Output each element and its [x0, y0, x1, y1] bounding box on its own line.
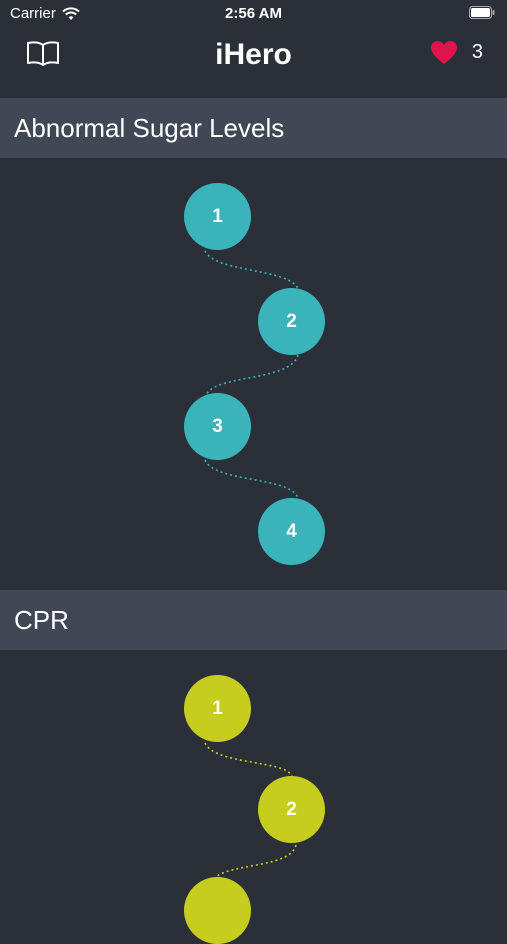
hearts-count: 3	[471, 41, 483, 63]
level-node[interactable]: 4	[258, 498, 325, 565]
section-header-sugar: Abnormal Sugar Levels	[0, 98, 507, 158]
level-node[interactable]: 2	[258, 288, 325, 355]
path-connectors	[204, 742, 297, 883]
wifi-icon	[62, 6, 80, 20]
level-node[interactable]: 2	[258, 776, 325, 843]
section-title: CPR	[14, 605, 69, 635]
level-node[interactable]: 3	[184, 393, 251, 460]
level-node[interactable]	[184, 877, 251, 944]
heart-icon	[430, 41, 457, 64]
battery-icon	[469, 6, 495, 23]
section-title: Abnormal Sugar Levels	[14, 113, 285, 143]
carrier-label: Carrier	[10, 5, 56, 22]
level-node[interactable]: 1	[184, 183, 251, 250]
path-connectors	[204, 250, 299, 499]
nav-bar: iHero 3	[0, 28, 507, 98]
level-node[interactable]: 1	[184, 675, 251, 742]
status-bar: Carrier 2:56 AM	[0, 0, 507, 28]
section-header-cpr: CPR	[0, 590, 507, 650]
level-path-cpr: 1 2	[0, 650, 507, 944]
level-path-sugar: 1 2 3 4	[0, 158, 507, 590]
hearts-counter[interactable]: 3	[430, 40, 483, 65]
app-title: iHero	[215, 38, 292, 71]
book-icon[interactable]	[26, 40, 60, 71]
status-time: 2:56 AM	[225, 5, 282, 22]
status-carrier: Carrier	[10, 5, 80, 22]
